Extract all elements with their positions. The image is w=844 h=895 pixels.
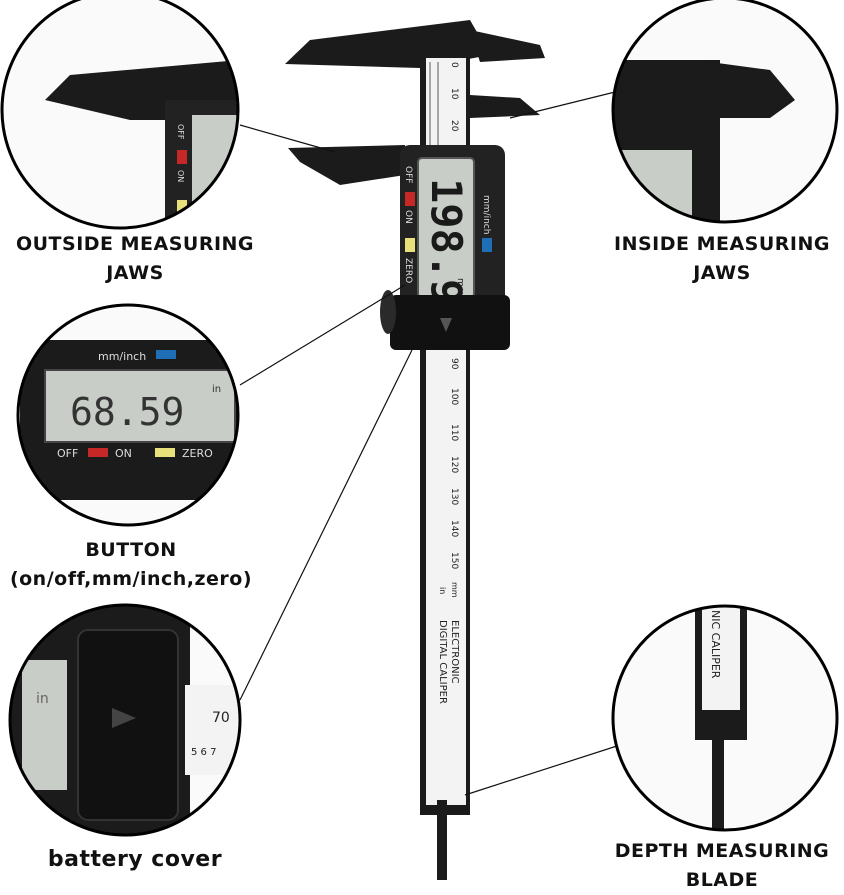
zoom-zero-label: ZERO	[182, 447, 213, 460]
zoom-off-label: OFF	[57, 447, 78, 460]
svg-text:120: 120	[449, 456, 459, 473]
button-label: BUTTON (on/off,mm/inch,zero)	[0, 536, 262, 594]
lcd-unit: mm	[455, 278, 465, 296]
scale-ticks-top	[429, 62, 439, 145]
svg-text:100: 100	[449, 388, 459, 405]
lcd-value: 198.9	[422, 178, 471, 304]
inside-jaw-fixed	[470, 30, 545, 62]
zoom-outside-on: ON	[176, 170, 185, 182]
zoom-depth-blade: NIC CALIPER	[611, 604, 839, 832]
zoom-battery-unit: in	[36, 691, 49, 707]
zoom-battery-digits: 5 6 7	[191, 747, 216, 758]
outside-jaws-label-line1: OUTSIDE MEASURING	[15, 233, 255, 255]
zoom-outside-off: OFF	[176, 124, 185, 140]
depth-label-line2: BLADE	[685, 869, 759, 891]
body-text-1: ELECTRONIC	[449, 620, 460, 684]
inside-jaws-label-line2: JAWS	[693, 262, 751, 284]
zoom-battery-cover: in 70 5 6 7	[8, 603, 242, 837]
depth-blade	[437, 800, 447, 880]
depth-label: DEPTH MEASURING BLADE	[600, 837, 844, 895]
off-label: OFF	[403, 166, 413, 183]
svg-text:10: 10	[449, 88, 459, 100]
zoom-on-label: ON	[115, 447, 132, 460]
inside-jaws-label: INSIDE MEASURING JAWS	[600, 230, 844, 288]
thumb-wheel[interactable]	[380, 290, 396, 334]
svg-text:130: 130	[449, 488, 459, 505]
svg-text:140: 140	[449, 520, 459, 537]
zoom-lcd-value: 68.59	[70, 390, 184, 434]
outside-jaws-label-line2: JAWS	[106, 262, 164, 284]
zero-button[interactable]	[405, 238, 415, 252]
zoom-button: 68.59 in mm/inch OFF ON ZERO	[16, 303, 240, 527]
mode-label: mm/inch	[481, 195, 491, 234]
svg-text:0: 0	[449, 62, 459, 68]
svg-text:150: 150	[449, 552, 459, 569]
leader-lines	[239, 91, 621, 796]
button-label-line1: BUTTON	[85, 539, 177, 561]
scale-numbers-bottom: 90 100 110 120 130 140 150	[449, 358, 459, 569]
mm-inch-button[interactable]	[482, 238, 492, 252]
on-label: ON	[403, 210, 413, 224]
zoom-depth-text: NIC CALIPER	[709, 610, 722, 679]
zoom-mode-label: mm/inch	[98, 350, 146, 363]
zero-label: ZERO	[403, 258, 413, 283]
zoom-outside-jaws: OFF ON	[0, 0, 240, 230]
scale-unit-in: in	[438, 587, 447, 594]
svg-text:20: 20	[449, 120, 459, 132]
inside-jaws-label-line1: INSIDE MEASURING	[614, 233, 830, 255]
svg-text:90: 90	[449, 358, 459, 370]
depth-label-line1: DEPTH MEASURING	[614, 840, 830, 862]
inside-jaw-slider	[470, 95, 540, 118]
scale-numbers-top: 0 10 20	[449, 62, 459, 132]
outside-jaws-label: OUTSIDE MEASURING JAWS	[0, 230, 270, 288]
zoom-battery-arrow-icon	[112, 708, 136, 728]
scale-unit-mm: mm	[450, 582, 459, 598]
battery-arrow-icon	[440, 318, 452, 332]
body-text-2: DIGITAL CALIPER	[437, 620, 448, 704]
on-off-button[interactable]	[405, 192, 415, 206]
scale-strip-top	[426, 58, 466, 148]
zoom-battery-number: 70	[212, 710, 230, 726]
svg-text:110: 110	[449, 424, 459, 441]
outside-jaw-slider	[288, 145, 405, 185]
caliper: 198.9 mm OFF ON ZERO mm/inch 90 100 110 …	[285, 20, 545, 880]
zoom-lcd-unit: in	[212, 384, 221, 395]
zoom-inside-jaws	[611, 0, 839, 224]
battery-label: battery cover	[47, 847, 223, 872]
button-label-line2: (on/off,mm/inch,zero)	[9, 568, 253, 590]
scale-strip-bottom	[426, 350, 466, 805]
